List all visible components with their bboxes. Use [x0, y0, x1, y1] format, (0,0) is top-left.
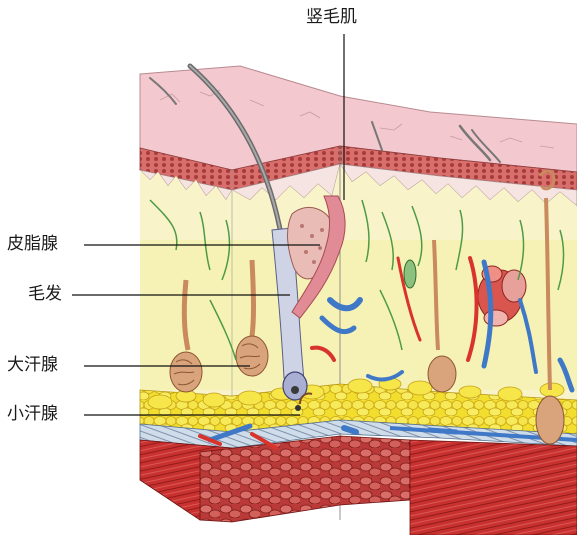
- label-apocrine-gland: 大汗腺: [7, 357, 58, 374]
- label-arrector-pili: 竖毛肌: [306, 9, 357, 26]
- muscle-block-right: [410, 440, 577, 535]
- hair-papilla: [291, 386, 299, 394]
- label-eccrine-gland: 小汗腺: [7, 406, 58, 423]
- pacinian-corpuscle: [404, 260, 416, 288]
- label-hair: 毛发: [28, 286, 62, 303]
- muscle-block-center: [200, 436, 410, 522]
- label-sebaceous-gland: 皮脂腺: [7, 236, 58, 253]
